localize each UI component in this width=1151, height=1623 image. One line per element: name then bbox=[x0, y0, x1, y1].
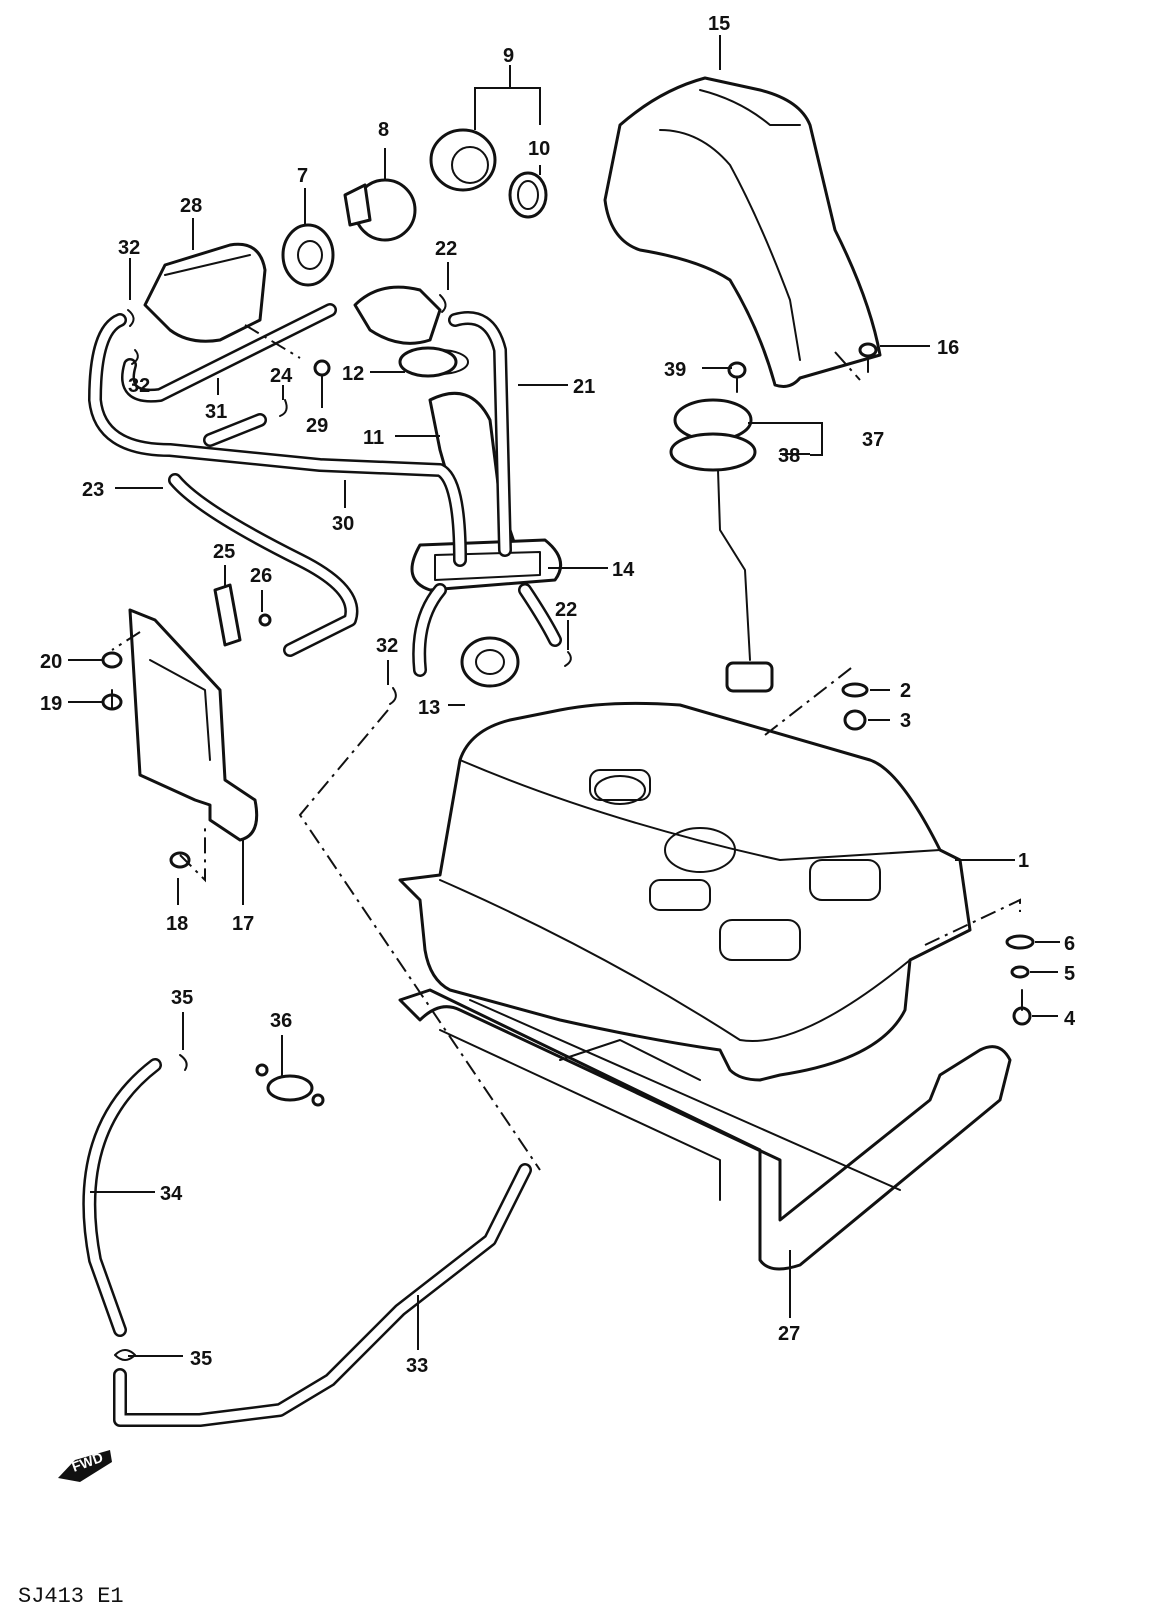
callout-36: 36 bbox=[270, 1010, 292, 1032]
diagram-code: SJ413 E1 bbox=[18, 1584, 124, 1609]
callout-35b: 35 bbox=[190, 1348, 212, 1370]
callout-33: 33 bbox=[406, 1355, 428, 1377]
callout-32b: 32 bbox=[128, 375, 150, 397]
hose-clamp-12 bbox=[398, 346, 458, 378]
callout-14: 14 bbox=[612, 559, 635, 581]
callout-34: 34 bbox=[160, 1183, 183, 1205]
callout-22b: 22 bbox=[555, 599, 577, 621]
leader-lines bbox=[68, 35, 1060, 1357]
callout-10: 10 bbox=[528, 138, 550, 160]
hose-clip-36 bbox=[255, 1063, 325, 1107]
callout-27: 27 bbox=[778, 1323, 800, 1345]
callout-28: 28 bbox=[180, 195, 202, 217]
hose-bracket bbox=[128, 608, 259, 842]
callout-20: 20 bbox=[40, 651, 62, 673]
callout-5: 5 bbox=[1064, 963, 1075, 985]
callout-18: 18 bbox=[166, 913, 188, 935]
callout-35a: 35 bbox=[171, 987, 193, 1009]
hose-clamp-13 bbox=[460, 636, 520, 688]
callout-21: 21 bbox=[573, 376, 595, 398]
filler-neck-gasket bbox=[410, 538, 563, 592]
tank-shield bbox=[603, 76, 882, 388]
callout-4: 4 bbox=[1064, 1008, 1076, 1030]
callout-16: 16 bbox=[937, 337, 959, 359]
callout-22a: 22 bbox=[435, 238, 457, 260]
fuel-tank bbox=[398, 701, 972, 1082]
breather-hose-inner bbox=[450, 313, 510, 555]
charcoal-canister bbox=[143, 242, 267, 343]
callout-13: 13 bbox=[418, 697, 440, 719]
callout-8: 8 bbox=[378, 119, 389, 141]
callout-32a: 32 bbox=[118, 237, 140, 259]
fwd-direction-badge: FWD bbox=[58, 1449, 112, 1482]
callout-32c: 32 bbox=[376, 635, 398, 657]
callout-29: 29 bbox=[306, 415, 328, 437]
fuel-gauge-unit bbox=[669, 398, 774, 693]
fuel-cap-8 bbox=[343, 178, 417, 242]
callout-11: 11 bbox=[363, 427, 384, 449]
callout-26: 26 bbox=[250, 565, 272, 587]
callout-1: 1 bbox=[1018, 850, 1029, 872]
callout-17: 17 bbox=[232, 913, 254, 935]
callout-9: 9 bbox=[503, 45, 514, 67]
callout-7: 7 bbox=[297, 165, 308, 187]
cap-gasket-10 bbox=[508, 171, 548, 219]
callout-15: 15 bbox=[708, 13, 730, 35]
fuel-cap-7 bbox=[281, 223, 335, 287]
tank-skid-frame bbox=[398, 988, 1012, 1271]
callout-2: 2 bbox=[900, 680, 911, 702]
callout-25: 25 bbox=[213, 541, 235, 563]
callout-39: 39 bbox=[664, 359, 686, 381]
callout-6: 6 bbox=[1064, 933, 1075, 955]
callout-31: 31 bbox=[205, 401, 227, 423]
callout-24: 24 bbox=[270, 365, 293, 387]
callout-23: 23 bbox=[82, 479, 104, 501]
callout-19: 19 bbox=[40, 693, 62, 715]
callout-37: 37 bbox=[862, 429, 884, 451]
callout-3: 3 bbox=[900, 710, 911, 732]
callout-30: 30 bbox=[332, 513, 354, 535]
callout-12: 12 bbox=[342, 363, 364, 385]
fuel-cap-9 bbox=[429, 128, 497, 192]
callout-38: 38 bbox=[778, 445, 800, 467]
